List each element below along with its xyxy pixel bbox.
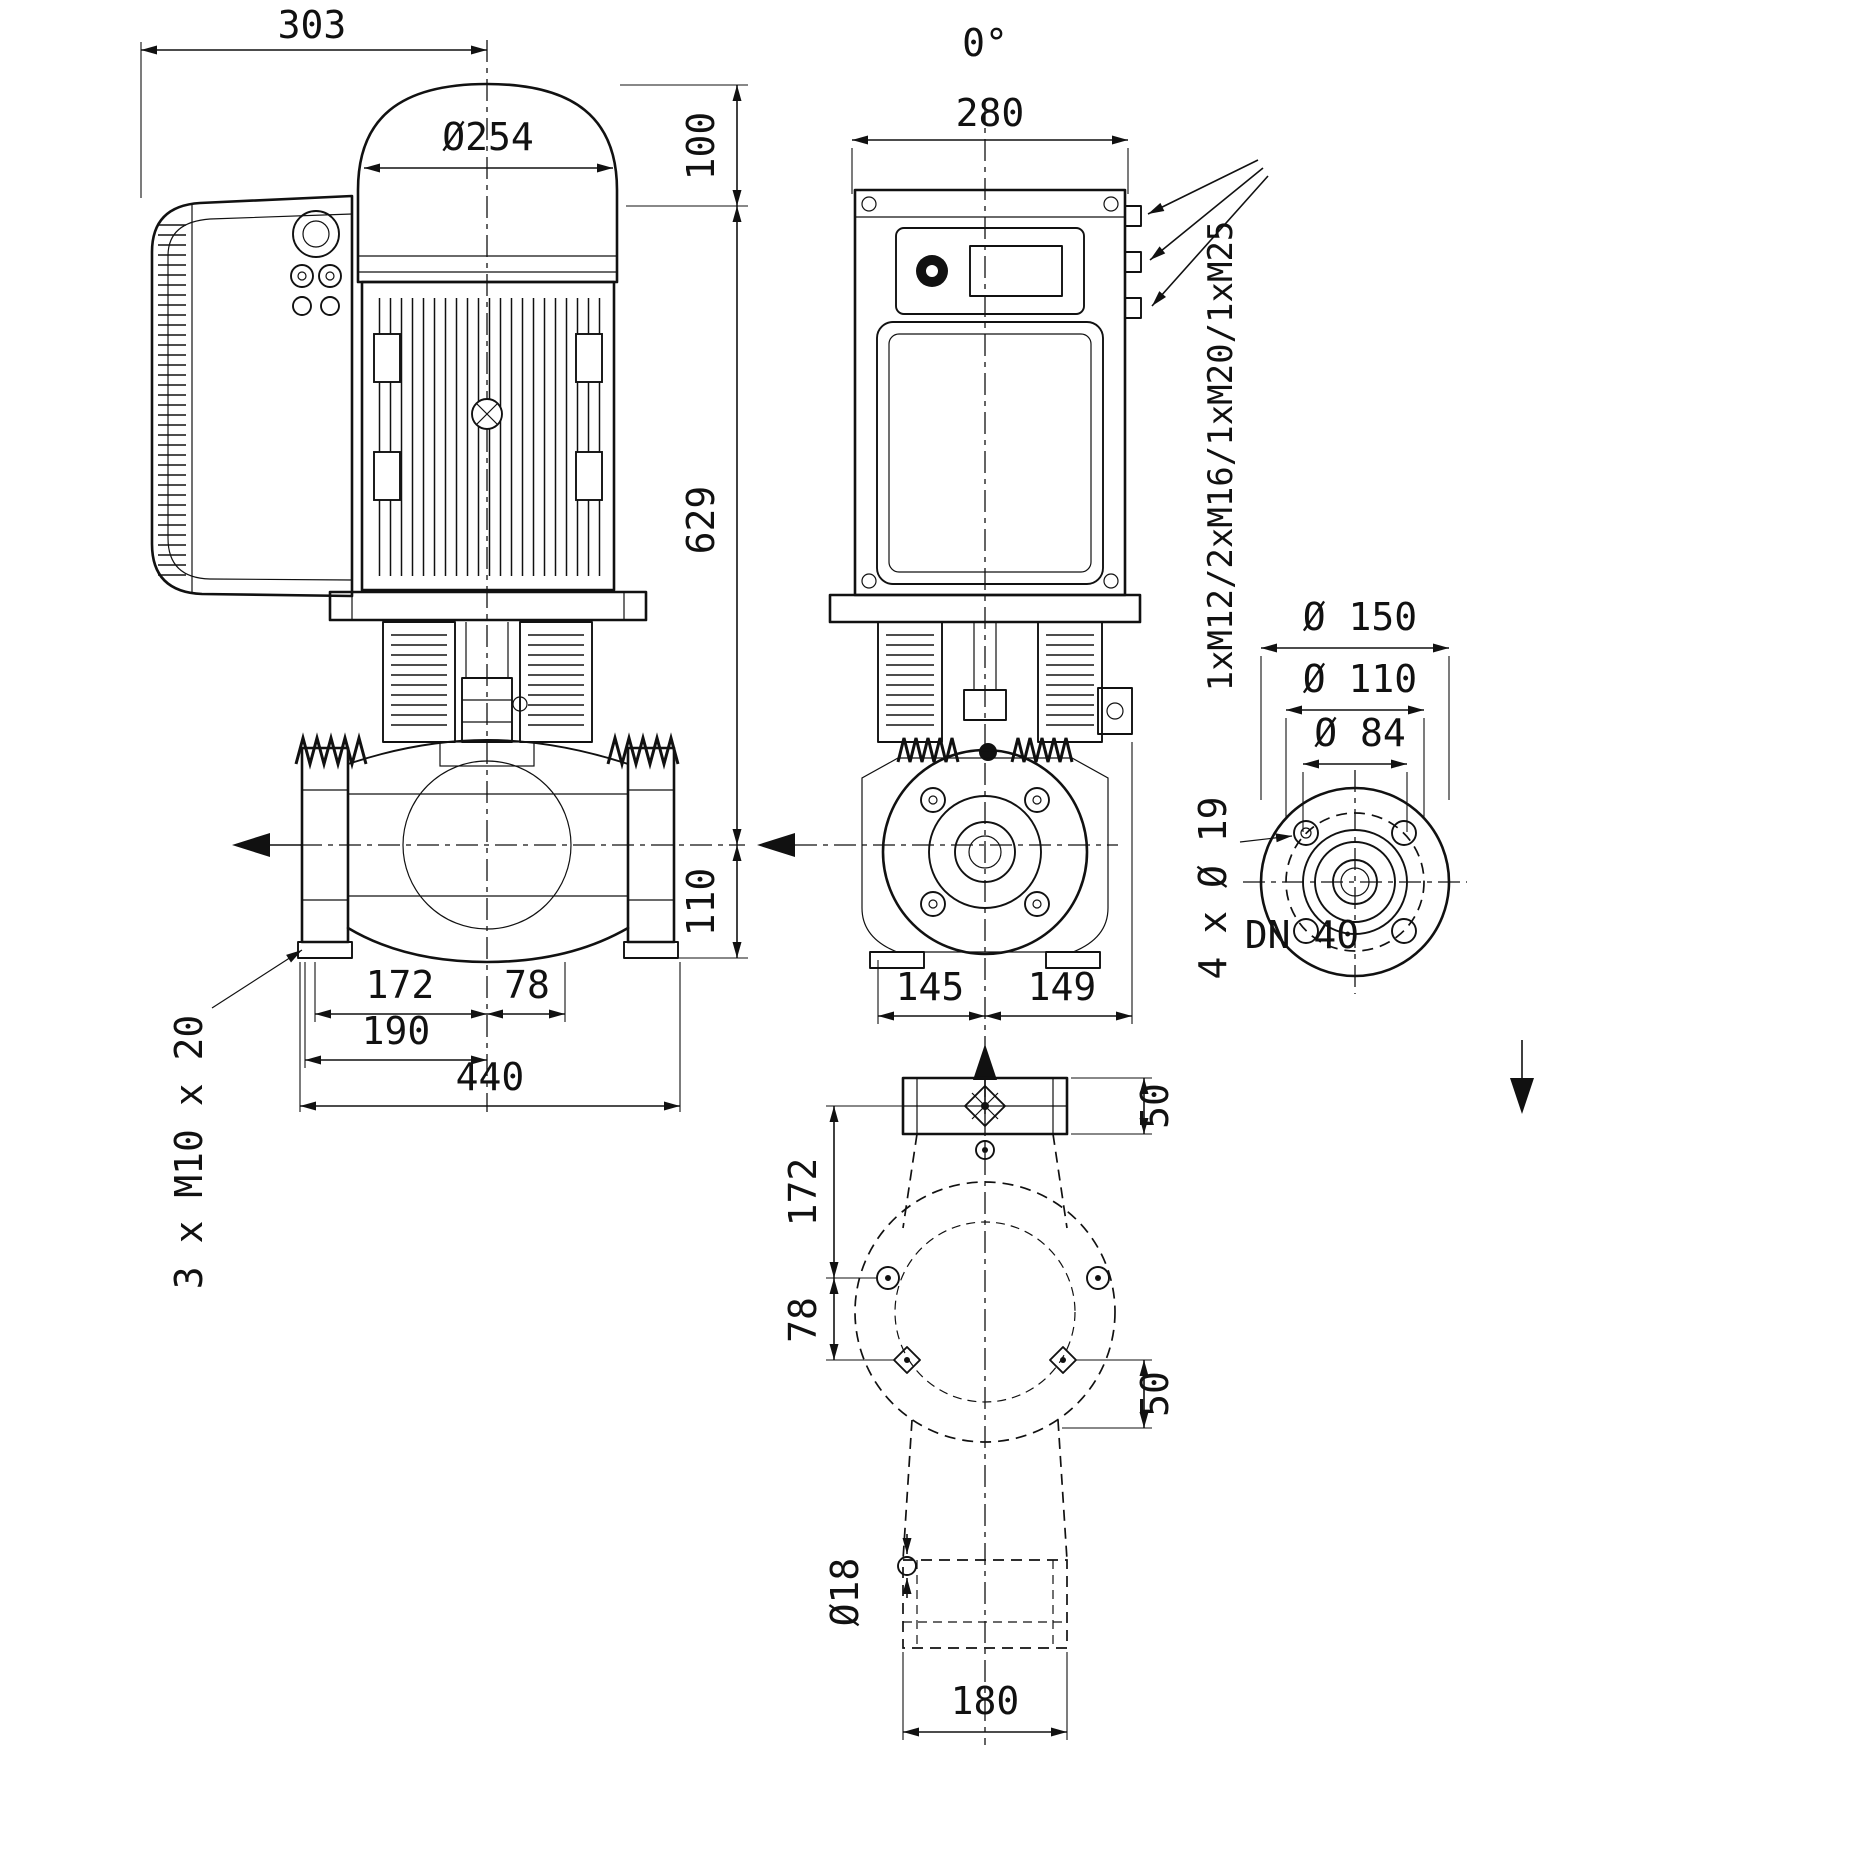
dim-100-label: 100: [679, 112, 723, 181]
coil-spring-left: [294, 732, 368, 770]
dim-190-label: 190: [362, 1009, 431, 1053]
cable-glands: [1124, 205, 1142, 319]
dim-303-label: 303: [278, 3, 347, 47]
dim-629-label: 629: [679, 486, 723, 555]
dim-172-side: 172: [315, 963, 487, 1019]
sensor-bracket: [1097, 687, 1133, 735]
dim-440-label: 440: [456, 1055, 525, 1099]
dim-78-side: 78: [487, 963, 565, 1019]
dim-50-top: 50: [1071, 1077, 1177, 1135]
dim-629: 629: [679, 206, 742, 845]
coil-spring-right: [606, 732, 680, 770]
dim-flange-84: Ø 84: [1302, 711, 1408, 832]
side-view: 303 Ø254 100 629 110 172: [140, 3, 748, 1290]
coil-spring-front-right: [1010, 737, 1074, 763]
dim-diameter-254: Ø254: [364, 115, 613, 173]
view-direction-arrow-down-icon: [1510, 1040, 1534, 1114]
dim-flange-110: Ø 110: [1285, 657, 1425, 818]
center-bolt-marker: [964, 1085, 1006, 1127]
electronic-module-front: [853, 188, 1142, 597]
dim-254-label: Ø254: [442, 115, 534, 159]
label-dn40: DN 40: [1245, 913, 1359, 957]
bolt-circle: [1285, 812, 1425, 952]
vent-plug: [979, 743, 997, 761]
volute-housing-side: [297, 739, 679, 964]
note-bolt-holes: 4 x Ø 19: [1191, 796, 1293, 980]
label-angle: 0°: [962, 21, 1008, 65]
flow-arrow-left-icon: [232, 833, 302, 857]
dim-180-label: 180: [951, 1679, 1020, 1723]
dim-50-bottom: 50: [1062, 1359, 1177, 1429]
dim-303: 303: [140, 3, 487, 198]
dim-280-label: 280: [956, 91, 1025, 135]
motor-base-flange: [328, 590, 648, 622]
dim-149: 149: [985, 965, 1132, 1021]
electronic-module-side: [150, 194, 354, 598]
dim-172-label: 172: [366, 963, 435, 1007]
pipe-flange-face: [881, 748, 1089, 956]
flow-arrow-mid-icon: [757, 833, 1118, 857]
volute-housing-front: [861, 748, 1109, 969]
flange-outer-circle: [1259, 786, 1451, 978]
dim-440: 440: [300, 1055, 680, 1111]
dim-110-bolt-circle-label: Ø 110: [1303, 657, 1417, 701]
motor-fan-cover: [356, 82, 619, 284]
dim-145: 145: [878, 965, 985, 1021]
dim-145-label: 145: [896, 965, 965, 1009]
dim-78-plan: 78: [781, 1278, 894, 1361]
front-view: 0° 280: [757, 21, 1269, 1745]
plan-view: 50 172 78 50 Ø18 180: [781, 1076, 1177, 1740]
note-hole-18-label: Ø18: [823, 1558, 867, 1627]
dim-84-label: Ø 84: [1314, 711, 1406, 755]
dim-180: 180: [902, 1652, 1068, 1740]
flange-bolt-holes: [1293, 820, 1417, 944]
dim-78-label: 78: [504, 963, 550, 1007]
dim-50-bottom-label: 50: [1133, 1371, 1177, 1417]
cable-connectors: [290, 210, 342, 316]
dim-100: 100: [679, 85, 742, 206]
dim-150-label: Ø 150: [1303, 595, 1417, 639]
foundation-bolt-holes: [876, 1266, 1110, 1576]
note-hole-18: Ø18: [823, 1534, 912, 1627]
dim-149-label: 149: [1028, 965, 1097, 1009]
dim-110-label: 110: [679, 868, 723, 937]
note-fixing-bolts-label: 3 x M10 x 20: [167, 1015, 211, 1290]
note-cable-glands-label: 1xM12/2xM16/1xM20/1xM25: [1201, 221, 1241, 692]
display-window: [969, 245, 1063, 297]
note-fixing-bolts: 3 x M10 x 20: [167, 949, 303, 1290]
dim-280: 280: [851, 91, 1129, 194]
pump-lantern: [382, 621, 593, 743]
dim-190: 190: [305, 1009, 487, 1065]
dim-172-plan-label: 172: [781, 1158, 825, 1227]
motor-base-flange-front: [828, 593, 1142, 624]
dim-110: 110: [679, 845, 742, 958]
dim-78-plan-label: 78: [781, 1297, 825, 1343]
motor-body: [360, 280, 616, 592]
pump-lantern-front: [877, 621, 1133, 743]
dim-flange-150: Ø 150: [1260, 595, 1450, 800]
flange-detail-view: Ø 150 Ø 110 Ø 84 4 x Ø 19 DN 40: [1191, 595, 1534, 1114]
display-panel: [895, 227, 1085, 315]
dim-50-top-label: 50: [1133, 1083, 1177, 1129]
dim-172-plan: 172: [781, 1105, 903, 1279]
plan-hidden-outline: [854, 1133, 1116, 1649]
gland-callout-arrows: [1147, 159, 1269, 307]
coil-spring-front-left: [896, 737, 960, 763]
note-bolt-holes-label: 4 x Ø 19: [1191, 796, 1235, 979]
heatsink-fins: [158, 216, 186, 578]
